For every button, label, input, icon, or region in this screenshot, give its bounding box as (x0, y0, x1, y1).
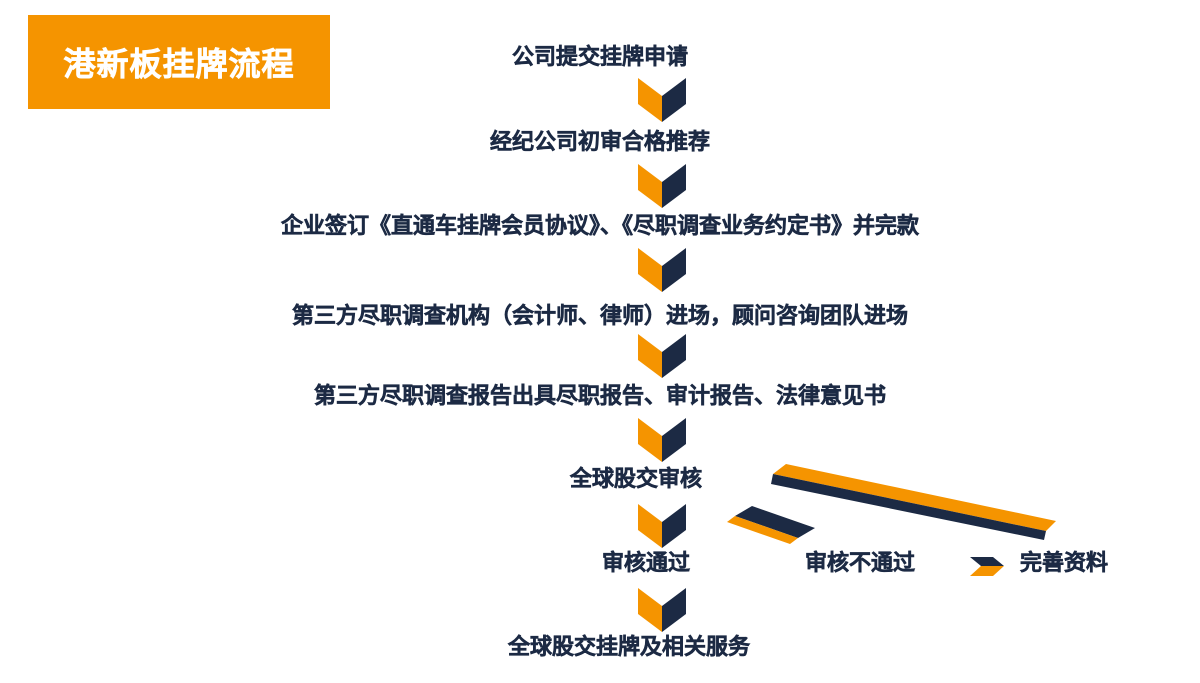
chevron-right-icon (970, 557, 1004, 576)
step-due-diligence-report: 第三方尽职调查报告出具尽职报告、审计报告、法律意见书 (313, 384, 887, 410)
step-submit-application: 公司提交挂牌申请 (511, 45, 689, 71)
title-banner: 港新板挂牌流程 (28, 15, 330, 109)
review-fail-label: 审核不通过 (805, 551, 916, 577)
page-title: 港新板挂牌流程 (63, 45, 295, 84)
step-broker-review: 经纪公司初审合格推荐 (489, 130, 711, 156)
chevron-down-icon (638, 78, 686, 122)
chevron-down-icon (638, 504, 686, 548)
final-listing-label: 全球股交挂牌及相关服务 (508, 635, 751, 661)
review-pass-label: 审核通过 (602, 551, 691, 577)
chevron-down-icon (638, 418, 686, 462)
step-sign-agreement: 企业签订《直通车挂牌会员协议》、《尽职调查业务约定书》并完款 (280, 214, 920, 240)
step-exchange-review: 全球股交审核 (570, 467, 703, 493)
fail-branch-bar (727, 506, 815, 544)
step-due-diligence-entry: 第三方尽职调查机构（会计师、律师）进场，顾问咨询团队进场 (291, 304, 909, 330)
chevron-down-icon (638, 164, 686, 208)
chevron-down-icon (638, 334, 686, 378)
chevron-down-icon (638, 248, 686, 292)
return-branch-bar (771, 464, 1056, 540)
chevron-down-icon (638, 588, 686, 632)
improve-materials-label: 完善资料 (1020, 551, 1109, 577)
